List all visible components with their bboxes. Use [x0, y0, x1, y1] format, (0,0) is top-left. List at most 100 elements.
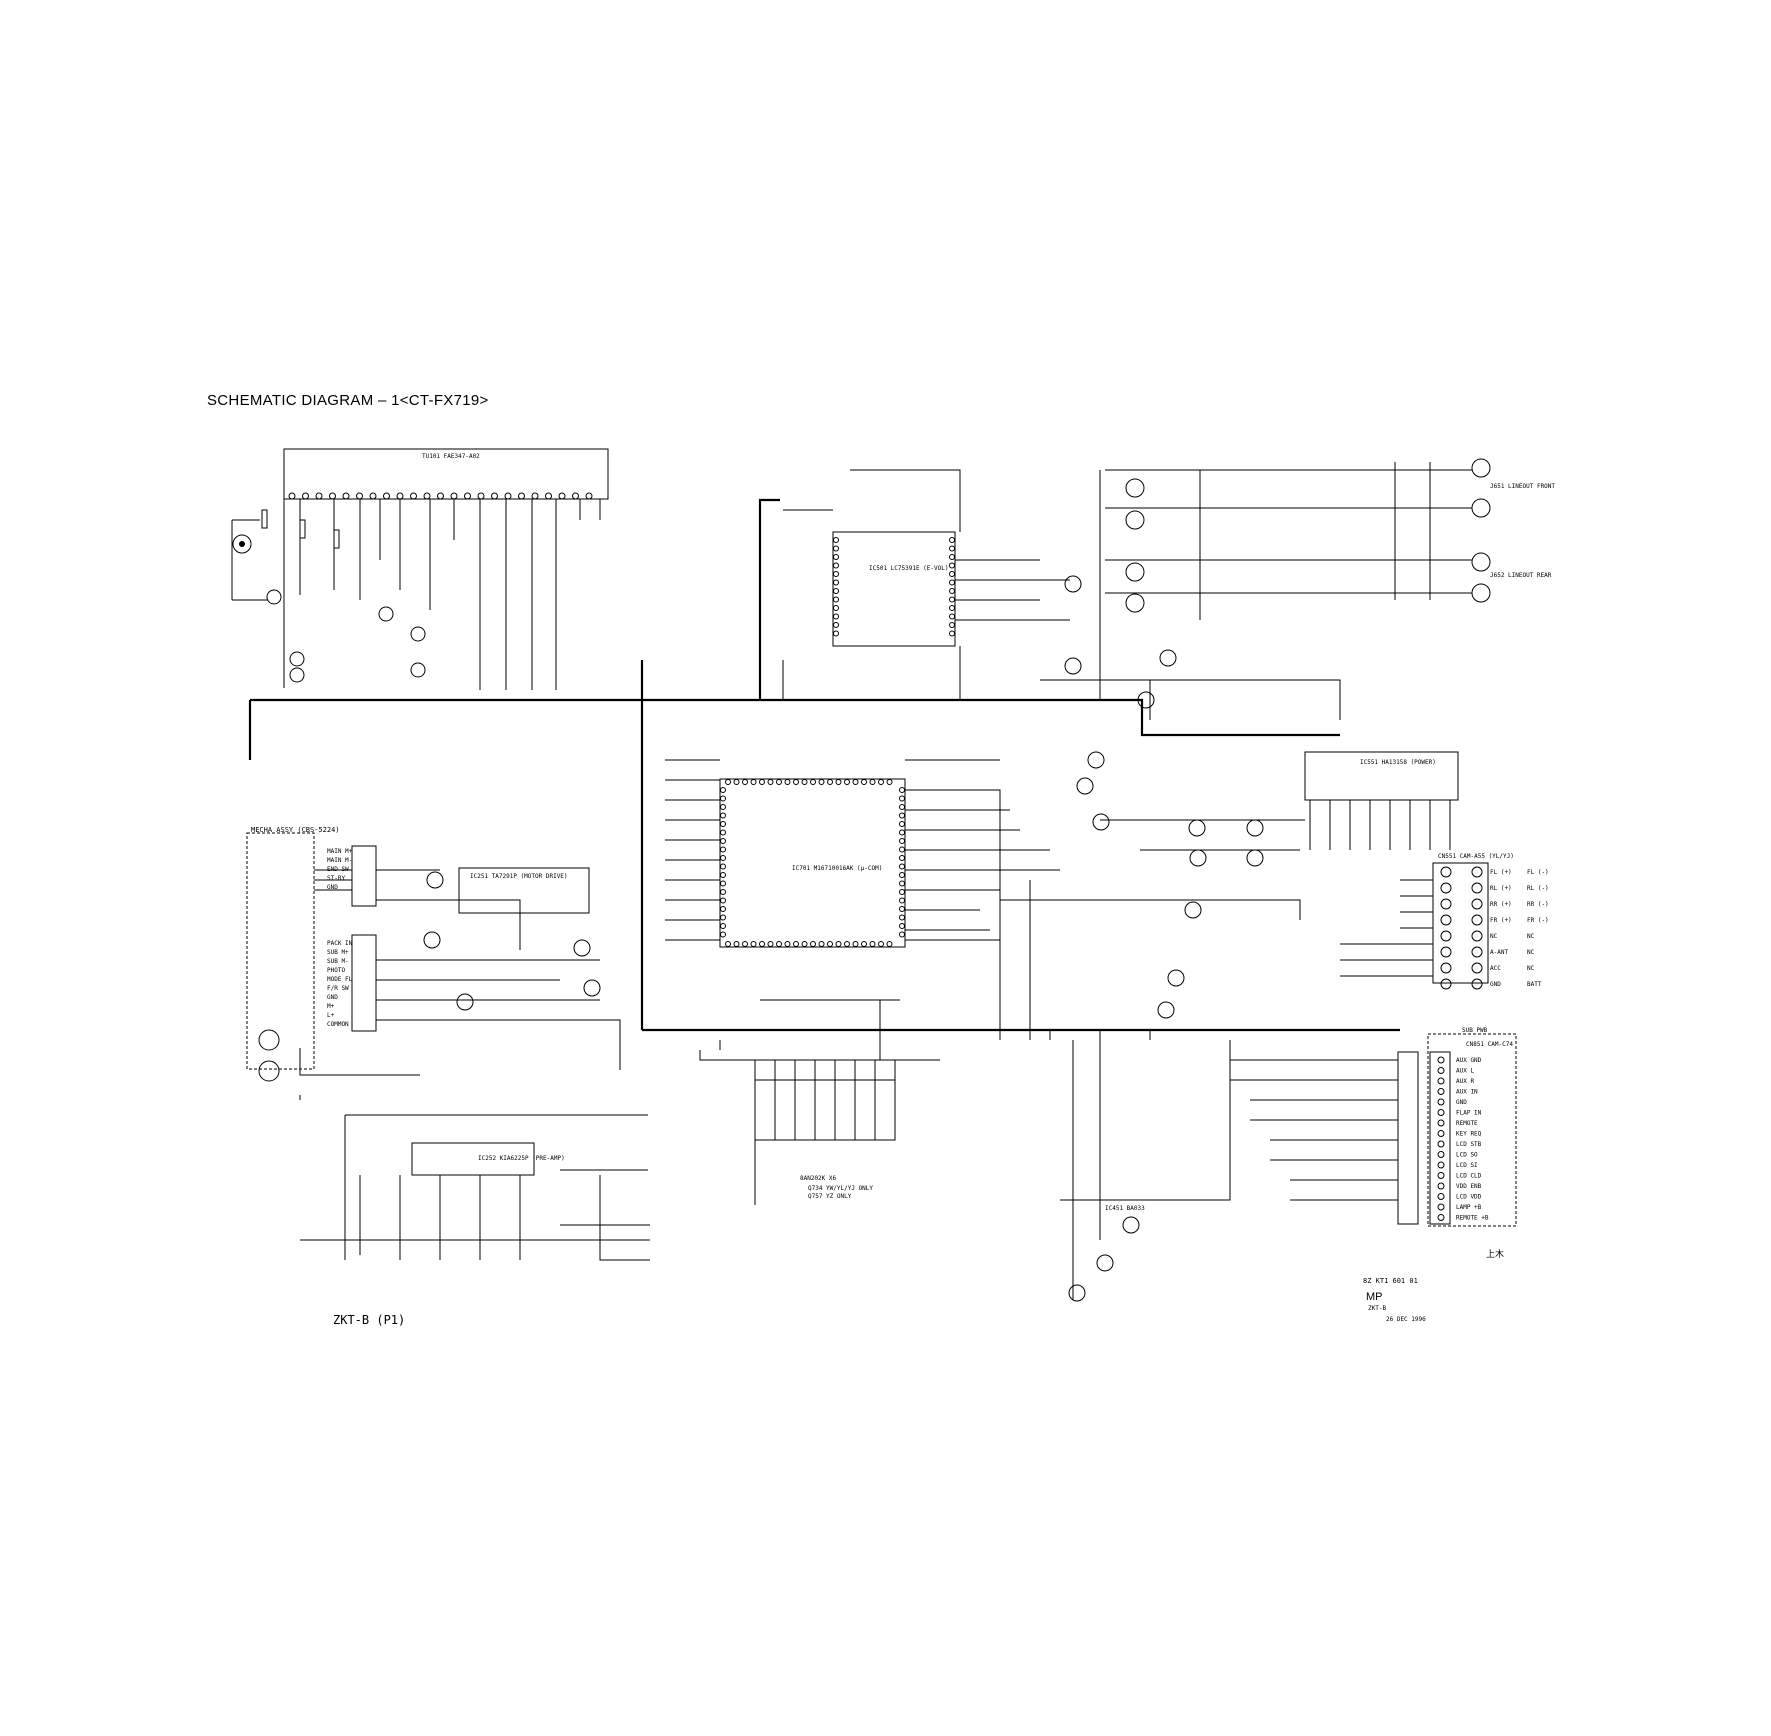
ic-pin — [720, 829, 726, 836]
ic-pin — [899, 889, 905, 895]
evol-pin — [949, 571, 955, 577]
ic501-outline — [832, 531, 956, 647]
tuner-pin — [504, 492, 512, 500]
ic-pin — [720, 855, 726, 861]
sub-pin — [1437, 1214, 1445, 1221]
mecha-pin-label: MAIN M+ — [327, 848, 353, 855]
transistor-q654 — [1125, 593, 1145, 613]
regulator-area: IC451 BA033 — [1060, 901, 1231, 1302]
ic-pin — [899, 872, 905, 878]
evol-pin — [949, 622, 955, 628]
sub-pin-label: LCD STB — [1456, 1141, 1482, 1148]
tuner-pin — [450, 492, 458, 500]
transistor-q107 — [410, 662, 426, 678]
ic-pin — [852, 779, 859, 785]
ic-pin — [759, 779, 765, 785]
ic-pin — [759, 941, 765, 947]
ic-pin — [776, 941, 782, 947]
tuner-label: TU101 FAE347-A02 — [422, 453, 480, 460]
sub-pin-label: KEY REQ — [1456, 1131, 1482, 1138]
tuner-pin — [288, 492, 296, 500]
cn851-label: CN851 CAM-C74 — [1466, 1041, 1513, 1048]
tuner-pin — [464, 492, 471, 500]
jack-rear-label: J652 LINEOUT REAR — [1490, 572, 1552, 579]
transistor-q109 — [266, 589, 282, 605]
sub-pin — [1437, 1203, 1445, 1211]
ic-pin — [767, 941, 774, 947]
sub-pin-label: VDD ENB — [1456, 1183, 1482, 1190]
ic-pin — [899, 855, 905, 861]
output-pin-label: ACC — [1490, 965, 1501, 972]
ic-pin — [801, 941, 808, 947]
ic-pin — [899, 787, 905, 793]
transistor-q252 — [423, 931, 441, 949]
ic-pin — [861, 779, 867, 785]
sub-pin-label: FLAP IN — [1456, 1110, 1482, 1117]
evol-pin — [949, 554, 955, 560]
cross-wiring — [665, 779, 1151, 1061]
mecha-assy-outline — [246, 832, 315, 1070]
evol-pin — [833, 605, 839, 611]
transistor-q721 — [1068, 1284, 1086, 1302]
ic-pin — [720, 931, 726, 938]
tuner-pin — [342, 492, 350, 500]
ic-pin — [720, 889, 726, 895]
page-title: SCHEMATIC DIAGRAM – 1<CT-FX719> — [207, 392, 489, 409]
mecha-pin-label: SUB M- — [327, 958, 349, 965]
ic-pin — [725, 779, 731, 785]
ic252-outline — [411, 1142, 535, 1176]
doc-code: 8Z KT1 601 01 — [1363, 1277, 1418, 1285]
mecha-pin-label: MODE FL — [327, 976, 353, 983]
ic-pin — [886, 779, 893, 785]
ic-pin — [720, 838, 726, 844]
ic-pin — [899, 795, 905, 802]
ic-pin — [733, 941, 740, 947]
tuner-pin — [410, 492, 417, 500]
mecha-pin-label: PHOTO — [327, 967, 345, 974]
output-pin-label: A-ANT — [1490, 949, 1508, 956]
transistor-q604 — [1246, 849, 1264, 867]
ic-pin — [899, 812, 905, 819]
ic501-block: IC501 LC75391E (E-VOL) — [782, 469, 1070, 700]
evol-pin — [833, 537, 839, 543]
ic-pin — [720, 795, 726, 802]
sub-pin — [1437, 1130, 1445, 1137]
ic-pin — [818, 941, 825, 947]
output-pin-label-right: RL (-) — [1527, 885, 1549, 892]
tuner-pin — [518, 492, 525, 500]
output-pin — [1471, 914, 1483, 926]
evol-pin — [949, 579, 955, 586]
ic-pin — [720, 880, 726, 887]
ic-pin — [899, 931, 905, 938]
mecha-pin-label: ST-BY — [327, 875, 345, 882]
ic-pin — [750, 779, 757, 785]
tuner-pin — [545, 492, 552, 500]
transistor-q551 — [1064, 575, 1082, 593]
evol-pin — [949, 537, 955, 543]
sub-pin-label: LCD VDD — [1456, 1194, 1482, 1201]
ic-pin — [827, 779, 833, 785]
tuner-pin — [423, 492, 431, 500]
ic551-label: IC551 HA13158 (POWER) — [1360, 759, 1436, 766]
sub-pin — [1437, 1109, 1445, 1116]
ic-pin — [725, 941, 731, 947]
transistor-q641 — [1167, 969, 1185, 987]
output-pin — [1471, 866, 1483, 878]
sub-pin-label: LCD SO — [1456, 1152, 1478, 1159]
ic-pin — [720, 846, 726, 853]
diode-array — [754, 1079, 896, 1141]
ic451-regulator — [1122, 1216, 1140, 1234]
mecha-area: MECHA ASSY (CBS-5224) MAIN M+MAIN M-END … — [246, 826, 621, 1100]
transistor-q254 — [583, 979, 601, 997]
ic-pin — [899, 906, 905, 912]
ic701-pins — [720, 779, 905, 947]
sub-pin — [1437, 1140, 1445, 1148]
sub-pwb-label: SUB PWB — [1462, 1027, 1488, 1034]
transistor-q561 — [1087, 751, 1105, 769]
mecha-pin-label: M+ — [327, 1003, 335, 1010]
jack-front-label: J651 LINEOUT FRONT — [1490, 483, 1555, 490]
transistor-q603 — [1189, 849, 1207, 867]
evol-pin — [949, 596, 955, 603]
